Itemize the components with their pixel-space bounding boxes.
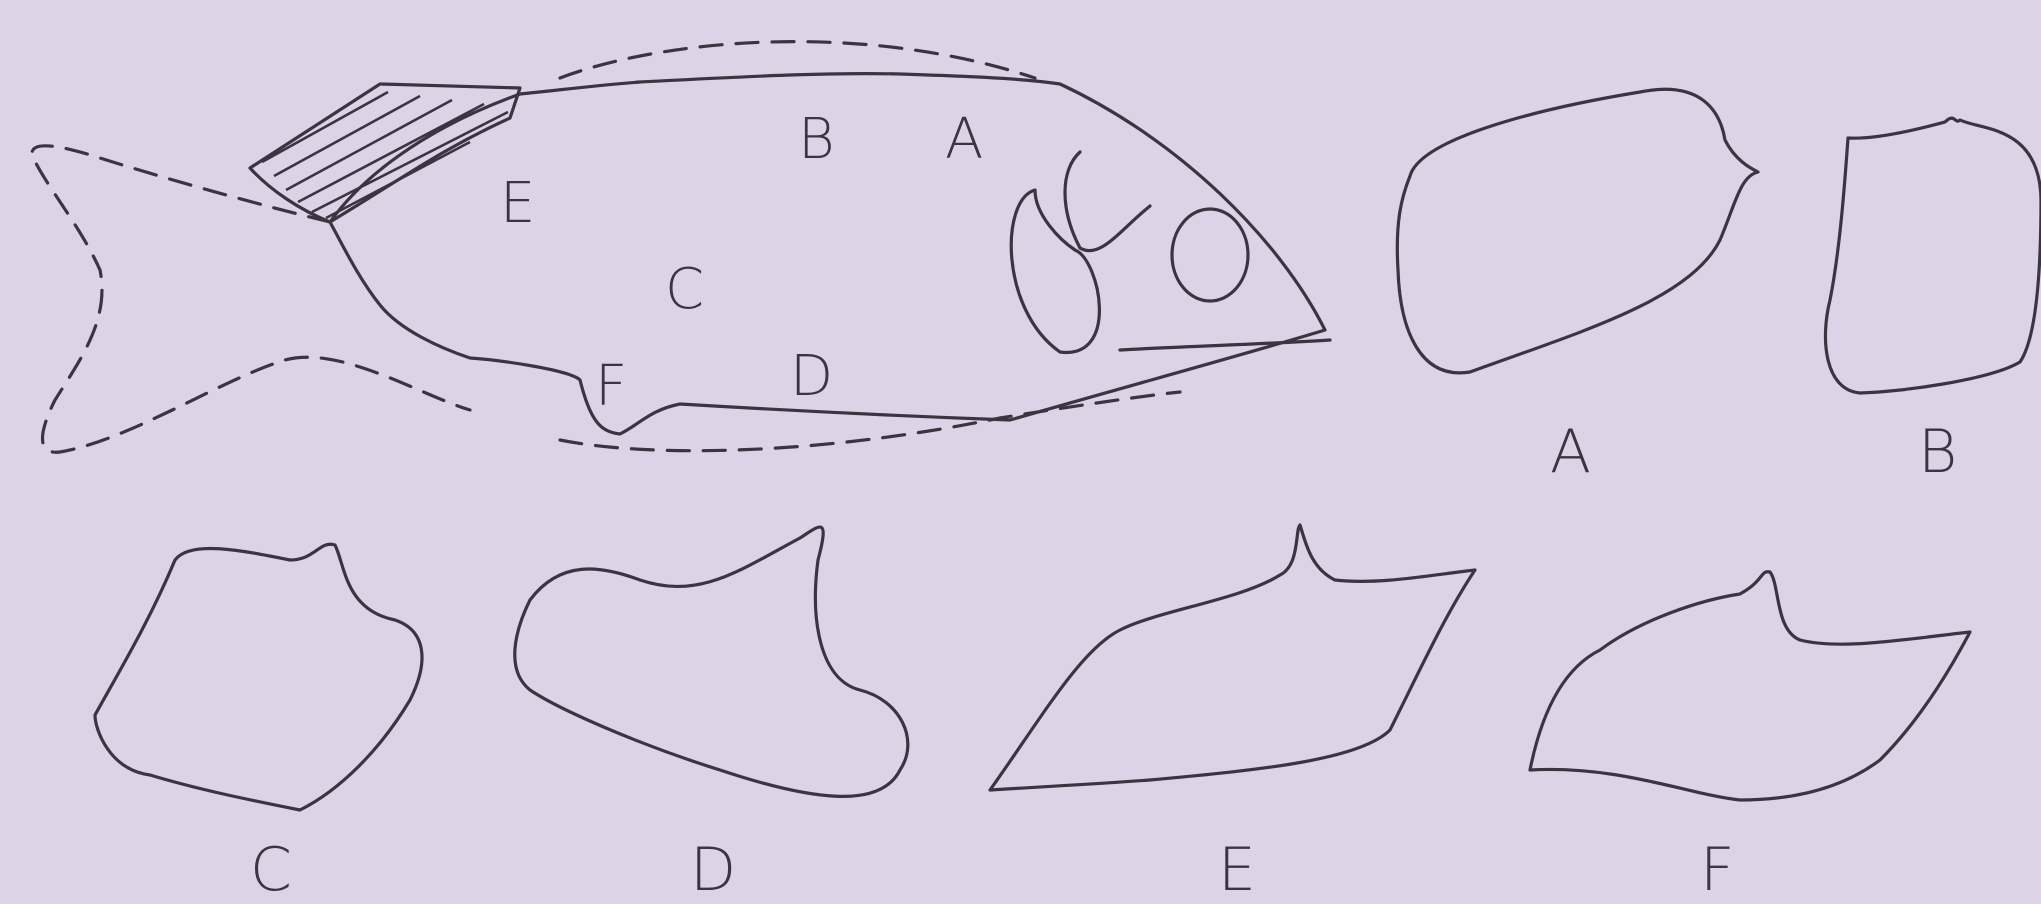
- body-label-b: B: [798, 107, 835, 172]
- gill-cover-outline: [1011, 190, 1099, 352]
- scale-f-outline: [1530, 572, 1970, 800]
- scale-c-label: C: [250, 835, 292, 904]
- fish-ventral-dashed-outline: [560, 392, 1180, 451]
- scale-c: C: [95, 544, 422, 904]
- scale-e: E: [990, 525, 1475, 904]
- body-label-f: F: [595, 354, 627, 419]
- scale-f: F: [1530, 572, 1970, 904]
- eye-outline: [1172, 209, 1248, 301]
- scale-b-outline: [1825, 118, 2041, 393]
- fish-drawing: B A E C F D: [32, 42, 1330, 453]
- scale-a: A: [1397, 89, 1758, 487]
- scale-c-outline: [95, 544, 422, 810]
- scale-d-label: D: [690, 835, 736, 904]
- fish-tail-dashed-outline: [32, 146, 470, 452]
- scale-a-label: A: [1550, 417, 1591, 487]
- scale-e-label: E: [1218, 835, 1256, 904]
- fish-dorsal-dashed-outline: [560, 42, 1035, 78]
- scale-d-outline: [515, 527, 908, 796]
- damaged-area-hatching: [262, 92, 508, 218]
- body-label-a: A: [945, 107, 983, 172]
- body-label-c: C: [665, 257, 704, 322]
- scale-e-outline: [990, 525, 1475, 790]
- scale-f-label: F: [1700, 835, 1735, 904]
- scale-a-outline: [1397, 89, 1758, 373]
- body-label-e: E: [500, 171, 535, 236]
- mouth-line: [1120, 340, 1330, 350]
- scale-b-label: B: [1918, 417, 1957, 487]
- operculum-curve: [1065, 152, 1150, 251]
- body-label-d: D: [790, 344, 833, 409]
- scale-b: B: [1825, 118, 2041, 487]
- damaged-area-outline: [250, 84, 520, 222]
- scale-d: D: [515, 527, 908, 904]
